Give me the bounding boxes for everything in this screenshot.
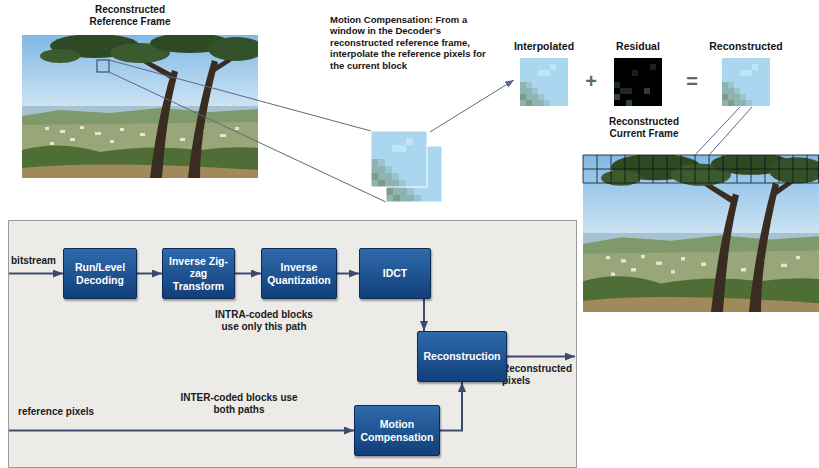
text-slot: Reconstructed (706, 40, 786, 53)
pixel-base (614, 58, 662, 106)
leader-arrow (430, 80, 514, 132)
block-outline (371, 131, 427, 187)
flow-arrow (440, 382, 462, 431)
pixel-base (520, 58, 568, 106)
interpolated-block (520, 58, 568, 106)
pixels (632, 64, 656, 76)
box-label: Inverse Zig-zag Transform (167, 255, 230, 293)
path-note: INTRA-coded blocks use only this path (209, 309, 319, 333)
bushes (22, 145, 258, 178)
process-box: Inverse Zig-zag Transform (162, 248, 235, 299)
box-label: Inverse Quantization (266, 261, 332, 286)
block-caption: Residual (607, 40, 669, 53)
annotation: Motion Compensation: From a window in th… (330, 14, 490, 71)
text-slot: Reconstructed Reference Frame (80, 4, 180, 28)
reference-frame-photo (22, 35, 258, 178)
text-slot: = (678, 69, 706, 93)
text-slot: Interpolated (511, 40, 577, 53)
frame-caption: Reconstructed Current Frame (594, 116, 694, 140)
tree-canopy (40, 49, 80, 63)
signal-label: bitstream (11, 255, 71, 267)
text-stack: Inverse Quantization (266, 261, 332, 286)
text-slot: Reconstructed Current Frame (594, 116, 694, 140)
process-box: IDCT (359, 248, 431, 299)
block-caption: Interpolated (511, 40, 577, 53)
leader-line (695, 107, 740, 155)
houses (45, 126, 239, 145)
box-label: IDCT (383, 267, 408, 280)
operator-symbol: + (579, 69, 603, 93)
pixels (614, 82, 632, 94)
leader-line (109, 72, 386, 202)
text-slot: INTRA-coded blocks use only this path (209, 309, 319, 333)
box-label: Run/Level Decoding (68, 261, 132, 286)
pixels (520, 94, 532, 106)
signal-label: reference pixels (18, 406, 128, 418)
signal-label: Reconstructed pixels (502, 363, 578, 387)
block-grid (583, 155, 819, 183)
flow-arrow (337, 273, 359, 275)
current-frame-photo (583, 153, 819, 312)
ground (22, 164, 258, 178)
input-arrow (9, 430, 354, 432)
leader-line (709, 107, 752, 155)
box-label: Reconstruction (423, 350, 500, 363)
text-stack: IDCT (383, 267, 408, 280)
block-caption: Reconstructed (706, 40, 786, 53)
reference-block (371, 131, 427, 187)
path-note: INTER-coded blocks use both paths (169, 392, 309, 416)
pixels (538, 64, 556, 76)
text-stack: Motion Compensation (359, 418, 435, 443)
flow-arrow (137, 273, 162, 275)
flow-arrow (235, 273, 261, 275)
search-window (97, 60, 109, 72)
output-arrow (498, 356, 575, 358)
text-slot: reference pixels (18, 406, 128, 418)
text-stack: Reconstruction (423, 350, 500, 363)
box-label: Motion Compensation (359, 418, 435, 443)
residual-block (614, 58, 662, 106)
tree-canopy (208, 37, 258, 61)
process-box: Inverse Quantization (261, 248, 337, 299)
text-slot: Residual (607, 40, 669, 53)
operator-symbol: = (678, 69, 706, 93)
process-box: Motion Compensation (354, 405, 440, 456)
text-slot: bitstream (11, 255, 71, 267)
text-slot: INTER-coded blocks use both paths (169, 392, 309, 416)
text-slot: Reconstructed pixels (502, 363, 578, 387)
flow-arrow (423, 299, 425, 331)
tree-trunks (130, 48, 247, 178)
pixels (614, 94, 632, 106)
text-stack: Inverse Zig-zag Transform (167, 255, 230, 293)
text-slot: Motion Compensation: From a window in th… (330, 14, 490, 71)
leader-line (109, 60, 371, 131)
pixels (644, 88, 650, 94)
text-stack: Run/Level Decoding (68, 261, 132, 286)
process-box: Reconstruction (417, 331, 507, 382)
input-arrow (9, 273, 63, 275)
process-box: Run/Level Decoding (63, 248, 137, 299)
text-slot: + (579, 69, 603, 93)
frame-caption: Reconstructed Reference Frame (80, 4, 180, 28)
decoder-panel: bitstreamINTRA-coded blocks use only thi… (8, 220, 577, 468)
reconstructed-block (722, 58, 770, 106)
